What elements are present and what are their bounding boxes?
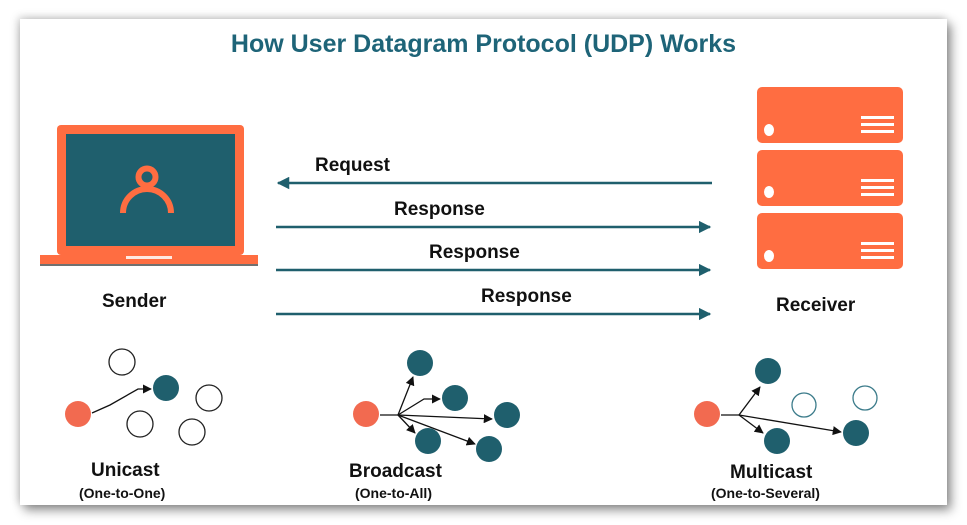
source-node (65, 401, 91, 427)
broadcast-link (397, 394, 441, 416)
unicast-link (91, 384, 152, 414)
multicast-diagram (694, 358, 878, 454)
idle-node (126, 410, 154, 438)
laptop-base (40, 255, 258, 264)
response-label: Response (429, 242, 520, 263)
idle-node (195, 384, 223, 412)
broadcast-link (397, 414, 476, 446)
target-node (407, 350, 433, 376)
unicast-subtitle: (One-to-One) (79, 485, 166, 501)
page-title: How User Datagram Protocol (UDP) Works (230, 30, 737, 58)
response-label: Response (394, 199, 485, 220)
idle-node (852, 385, 878, 411)
target-node (843, 420, 869, 446)
laptop-trackpad (126, 256, 172, 259)
target-node (755, 358, 781, 384)
multicast-link (738, 386, 761, 416)
server-unit (757, 87, 903, 143)
target-node (494, 402, 520, 428)
server-unit (757, 213, 903, 269)
request-label: Request (315, 155, 390, 176)
broadcast-link (397, 376, 415, 416)
sender-label: Sender (102, 291, 167, 312)
receiver-label: Receiver (776, 295, 856, 316)
source-node (353, 401, 379, 427)
multicast-title: Multicast (730, 462, 813, 483)
broadcast-link (397, 414, 493, 424)
idle-node (791, 392, 817, 418)
multicast-link (738, 414, 764, 434)
server-unit (757, 150, 903, 206)
broadcast-title: Broadcast (349, 461, 442, 482)
target-node (415, 428, 441, 454)
source-node (694, 401, 720, 427)
target-node (764, 428, 790, 454)
laptop-user-icon (40, 125, 258, 266)
user-head-icon (135, 165, 159, 189)
unicast-diagram (65, 348, 223, 446)
response-label: Response (481, 286, 572, 307)
target-node (153, 375, 179, 401)
broadcast-link (397, 414, 416, 434)
target-node (476, 436, 502, 462)
server-rack-icon (757, 87, 903, 269)
broadcast-subtitle: (One-to-All) (355, 485, 432, 501)
target-node (442, 385, 468, 411)
broadcast-diagram (353, 350, 520, 462)
idle-node (178, 418, 206, 446)
multicast-subtitle: (One-to-Several) (711, 485, 820, 501)
user-body-icon (120, 186, 174, 214)
idle-node (108, 348, 136, 376)
multicast-link (738, 414, 842, 436)
unicast-title: Unicast (91, 460, 160, 481)
